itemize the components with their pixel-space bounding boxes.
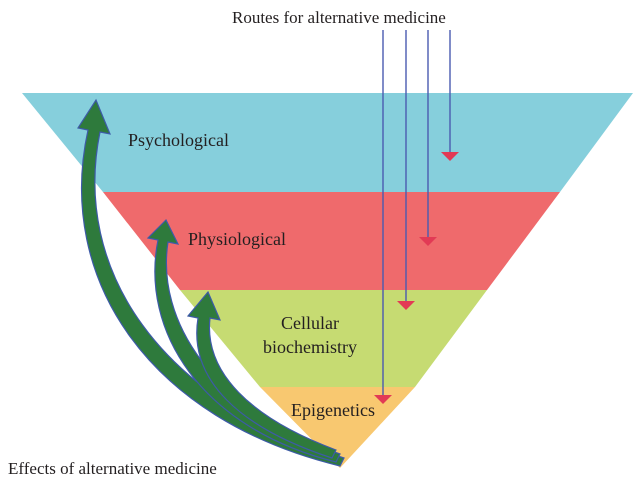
layer-epigenetics-band <box>260 387 415 468</box>
layer-psychological-band <box>22 93 633 192</box>
layer-physiological-label: Physiological <box>188 229 286 249</box>
effect-arrow-to-cellular <box>186 290 337 459</box>
layer-cellular-label-line1: Cellular <box>281 313 339 333</box>
route-arrowhead-cellular <box>397 301 415 310</box>
route-arrows <box>374 30 459 404</box>
layer-epigenetics-label: Epigenetics <box>291 400 375 420</box>
route-arrowhead-physiological <box>419 237 437 246</box>
layer-psychological-label: Psychological <box>128 130 229 150</box>
route-arrowhead-psychological <box>441 152 459 161</box>
layer-cellular-label-line2: biochemistry <box>263 337 357 357</box>
effects-caption: Effects of alternative medicine <box>8 459 217 478</box>
routes-caption: Routes for alternative medicine <box>232 8 446 27</box>
layer-cellular-band <box>180 290 487 387</box>
effect-arrows <box>77 98 345 467</box>
layer-physiological-band <box>103 192 560 290</box>
route-arrowhead-epigenetics <box>374 395 392 404</box>
